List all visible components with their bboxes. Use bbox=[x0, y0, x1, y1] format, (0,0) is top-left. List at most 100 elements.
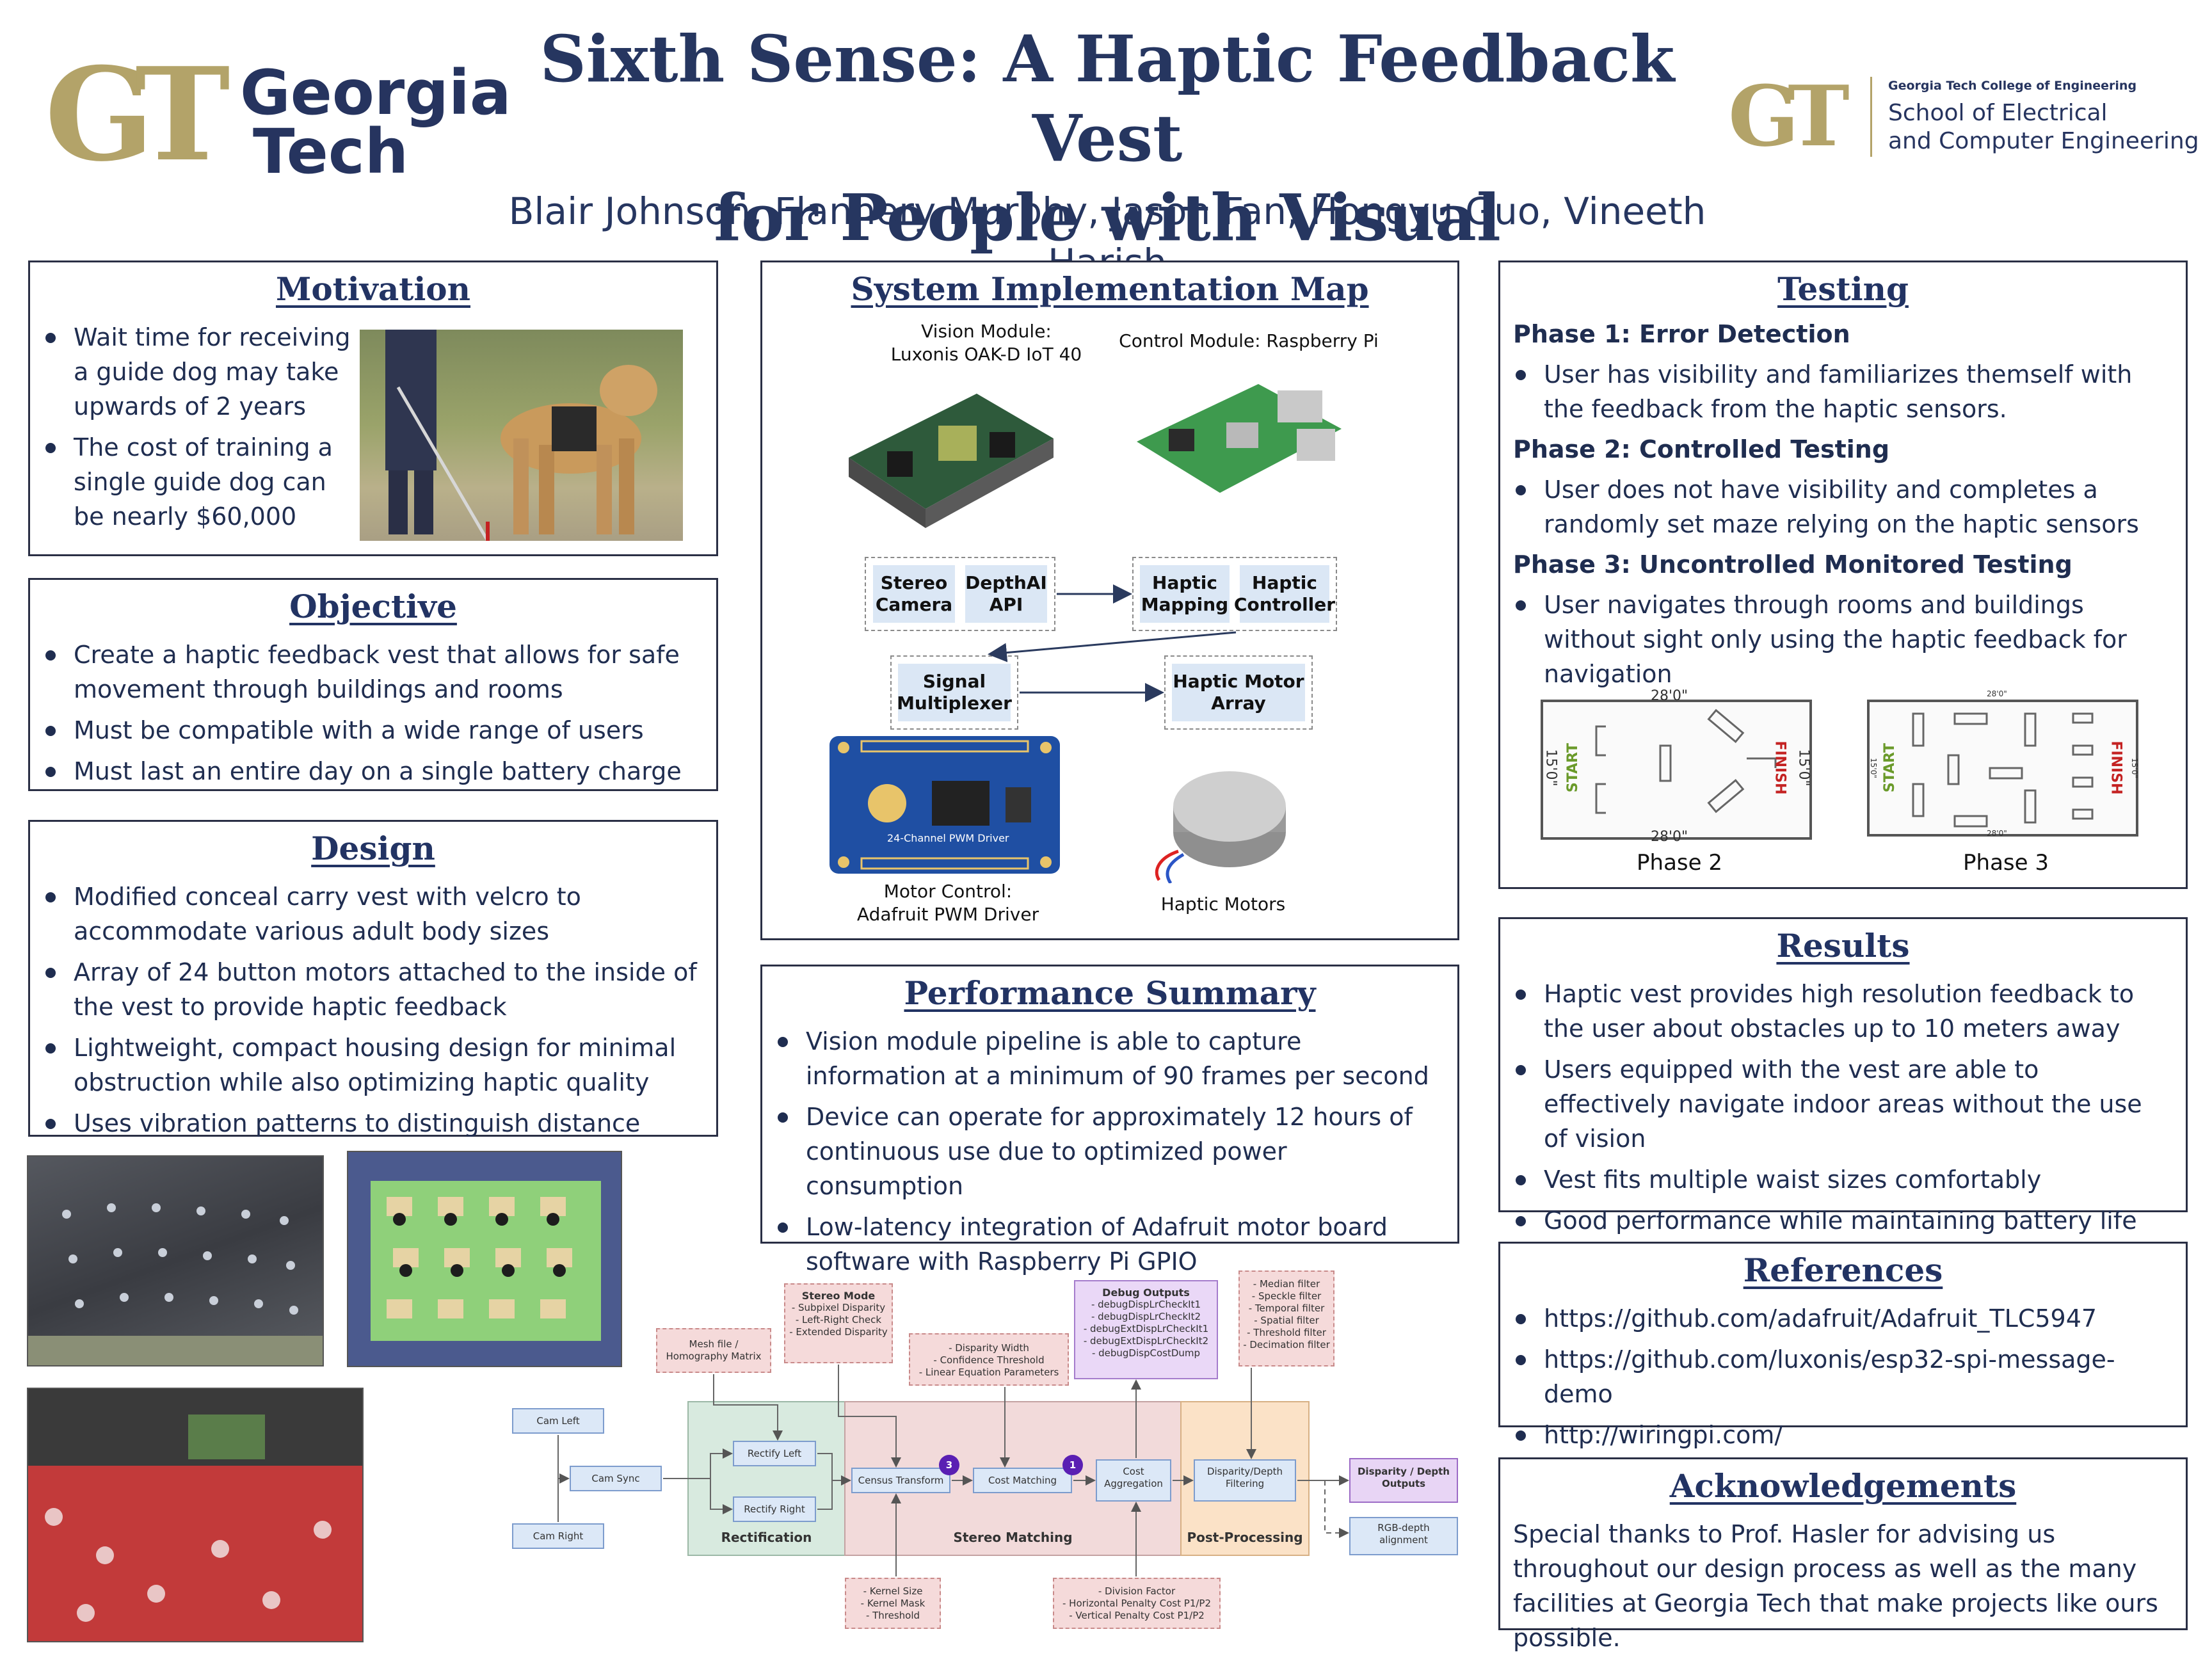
reference-link[interactable]: http://wiringpi.com/ bbox=[1507, 1418, 2172, 1452]
references-panel: References https://github.com/adafruit/A… bbox=[1498, 1242, 2188, 1449]
objective-title: Objective bbox=[289, 588, 457, 625]
cam-right-node: Cam Right bbox=[512, 1523, 604, 1549]
phase-3-heading: Phase 3: Uncontrolled Monitored Testing bbox=[1513, 550, 2072, 579]
list-item: Wait time for receiving a guide dog may … bbox=[36, 320, 357, 424]
results-bullets: Haptic vest provides high resolution fee… bbox=[1507, 977, 2172, 1244]
debug-outputs-items: - debugDispLrCheckIt1 - debugDispLrCheck… bbox=[1083, 1299, 1209, 1359]
maze2-left-dim: 15'0" bbox=[1543, 749, 1559, 787]
stereo-mode-note: Stereo Mode - Subpixel Disparity - Left-… bbox=[784, 1283, 893, 1363]
phase-2-heading: Phase 2: Controlled Testing bbox=[1513, 435, 1890, 463]
testing-title: Testing bbox=[1777, 270, 1909, 308]
stereo-mode-title: Stereo Mode bbox=[801, 1290, 876, 1302]
phase-2-caption: Phase 2 bbox=[1637, 850, 1722, 876]
list-item: Low-latency integration of Adafruit moto… bbox=[769, 1210, 1447, 1279]
performance-title: Performance Summary bbox=[904, 974, 1316, 1012]
mesh-note: Mesh file / Homography Matrix bbox=[656, 1328, 771, 1373]
phase-1-bullets: User has visibility and familiarizes the… bbox=[1507, 357, 2172, 433]
system-map-title: System Implementation Map bbox=[851, 270, 1369, 308]
list-item: Device can operate for approximately 12 … bbox=[769, 1100, 1447, 1203]
performance-panel: Performance Summary Vision module pipeli… bbox=[760, 965, 1459, 1276]
signal-multiplexer-block: Signal Multiplexer bbox=[897, 664, 1012, 721]
maze2-start: START bbox=[1565, 742, 1582, 793]
control-caption: Control Module: Raspberry Pi bbox=[1119, 330, 1379, 351]
pwm-driver-board: 24-Channel PWM Driver bbox=[830, 736, 1060, 874]
depth-pipeline-diagram: Cam Left Cam Right Cam Sync Rectify Left… bbox=[506, 1264, 1466, 1648]
design-bullets: Modified conceal carry vest with velcro … bbox=[36, 879, 702, 1147]
list-item: Must last an entire day on a single batt… bbox=[36, 754, 702, 789]
maze3-start: START bbox=[1882, 742, 1898, 793]
list-item: The cost of training a single guide dog … bbox=[36, 430, 357, 534]
georgia-word: Georgia bbox=[240, 57, 511, 129]
list-item: Lightweight, compact housing design for … bbox=[36, 1030, 702, 1100]
phase-3-maze-drawing bbox=[1867, 700, 2138, 837]
vision-caption: Vision Module: Luxonis OAK-D IoT 40 bbox=[890, 321, 1082, 365]
cost-matching-node: Cost Matching bbox=[973, 1468, 1072, 1493]
coin-motor-illustration bbox=[1155, 771, 1286, 885]
phase-2-maze-drawing bbox=[1541, 700, 1812, 840]
list-item: User does not have visibility and comple… bbox=[1507, 472, 2172, 541]
authors: Blair Johnson, Flannery Murphy, Jason Fa… bbox=[508, 189, 1706, 284]
phase-1-heading: Phase 1: Error Detection bbox=[1513, 320, 1850, 348]
haptic-motors-caption: Haptic Motors bbox=[1160, 894, 1286, 915]
list-item: Modified conceal carry vest with velcro … bbox=[36, 879, 702, 949]
filtering-node: Disparity/Depth Filtering bbox=[1194, 1459, 1296, 1502]
college-name: Georgia Tech College of Engineering bbox=[1888, 79, 2137, 93]
debug-outputs-title: Debug Outputs bbox=[1102, 1286, 1190, 1299]
references-list: https://github.com/adafruit/Adafruit_TLC… bbox=[1507, 1301, 2172, 1459]
school-line-1: School of Electrical bbox=[1888, 100, 2108, 126]
design-panel: Design Modified conceal carry vest with … bbox=[28, 820, 718, 1137]
tech-word: Tech bbox=[253, 116, 409, 188]
gt-monogram-small: GT bbox=[1728, 67, 1850, 165]
phase-3-caption: Phase 3 bbox=[1963, 850, 2049, 876]
haptic-mapping-block: Haptic Mapping bbox=[1140, 565, 1230, 623]
control-block-group bbox=[1132, 557, 1337, 631]
objective-bullets: Create a haptic feedback vest that allow… bbox=[36, 637, 702, 795]
raspberry-pi-board bbox=[1130, 365, 1348, 518]
acknowledgements-panel: Acknowledgements Special thanks to Prof.… bbox=[1498, 1457, 2188, 1652]
census-badge: 3 bbox=[939, 1455, 959, 1475]
block-arrows bbox=[988, 584, 1237, 702]
stereo-mode-items: - Subpixel Disparity - Left-Right Check … bbox=[789, 1302, 888, 1338]
cost-badge: 1 bbox=[1062, 1455, 1083, 1475]
census-transform-node: Census Transform bbox=[851, 1468, 950, 1493]
rectify-right-node: Rectify Right bbox=[733, 1496, 816, 1522]
phase-3-maze: 28'0" 28'0" 15'0" 15'0" START FINISH bbox=[1862, 688, 2144, 848]
maze2-top-dim: 28'0" bbox=[1651, 688, 1688, 704]
stereo-camera-block: Stereo Camera bbox=[873, 565, 955, 623]
design-title: Design bbox=[311, 830, 435, 867]
list-item: Vision module pipeline is able to captur… bbox=[769, 1024, 1447, 1093]
motivation-panel: Motivation Wait time for receiving a gui… bbox=[28, 260, 718, 556]
haptic-motor-array-block: Haptic Motor Array bbox=[1172, 664, 1305, 721]
testing-panel: Testing Phase 1: Error Detection User ha… bbox=[1498, 260, 2188, 889]
maze3-left-dim: 15'0" bbox=[1868, 758, 1878, 778]
maze3-finish: FINISH bbox=[2108, 741, 2124, 795]
motor-array-block-group bbox=[1164, 655, 1313, 730]
maze2-finish: FINISH bbox=[1772, 741, 1788, 795]
motivation-title: Motivation bbox=[275, 270, 471, 308]
vest-photo-inside bbox=[27, 1155, 324, 1366]
vest-wiring bbox=[28, 1389, 362, 1641]
oak-d-board bbox=[836, 381, 1066, 541]
list-item: Uses vibration patterns to distinguish d… bbox=[36, 1106, 702, 1141]
gt-monogram: GT bbox=[45, 40, 230, 190]
motivation-bullets: Wait time for receiving a guide dog may … bbox=[36, 320, 357, 540]
list-item: Array of 24 button motors attached to th… bbox=[36, 955, 702, 1024]
vest-button-motors bbox=[28, 1203, 323, 1365]
maze2-right-dim: 15'0" bbox=[1795, 749, 1812, 787]
system-map-panel: System Implementation Map Vision Module:… bbox=[760, 260, 1459, 940]
section-rectification: Rectification bbox=[721, 1530, 812, 1545]
motor-array-photo bbox=[347, 1151, 622, 1367]
list-item: User has visibility and familiarizes the… bbox=[1507, 357, 2172, 426]
cam-left-node: Cam Left bbox=[512, 1408, 604, 1434]
raspberry-pi-illustration bbox=[1137, 384, 1342, 493]
acknowledgements-text: Special thanks to Prof. Hasler for advis… bbox=[1513, 1520, 2158, 1652]
reference-link[interactable]: https://github.com/adafruit/Adafruit_TLC… bbox=[1507, 1301, 2172, 1336]
haptic-controller-block: Haptic Controller bbox=[1234, 565, 1335, 623]
kernel-note: - Kernel Size - Kernel Mask - Threshold bbox=[845, 1578, 941, 1629]
phase-3-bullets: User navigates through rooms and buildin… bbox=[1507, 588, 2172, 698]
reference-link[interactable]: https://github.com/luxonis/esp32-spi-mes… bbox=[1507, 1342, 2172, 1411]
cam-sync-node: Cam Sync bbox=[570, 1466, 662, 1491]
maze2-bottom-dim: 28'0" bbox=[1651, 829, 1688, 845]
results-title: Results bbox=[1776, 927, 1910, 965]
list-item: Users equipped with the vest are able to… bbox=[1507, 1052, 2172, 1156]
